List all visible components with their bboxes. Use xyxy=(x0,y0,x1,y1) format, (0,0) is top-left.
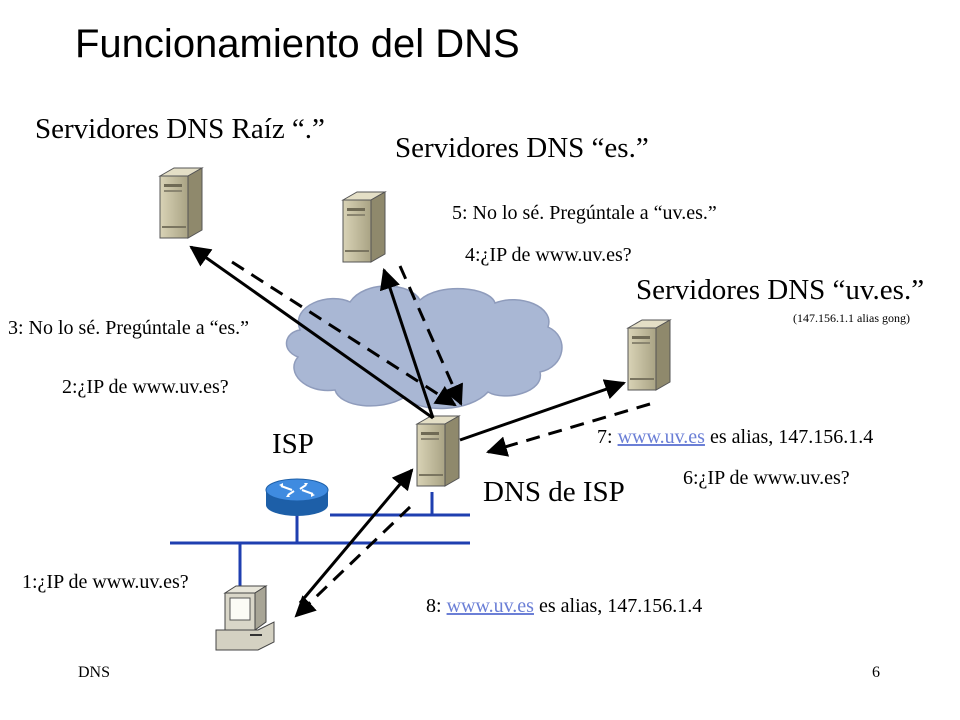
arrow-1 xyxy=(298,468,414,604)
message-5: 5: No lo sé. Pregúntale a “uv.es.” xyxy=(452,202,717,224)
message-6: 6:¿IP de www.uv.es? xyxy=(683,467,850,489)
uves-server-icon xyxy=(627,319,671,391)
arrow-3 xyxy=(231,260,457,407)
root-servers-label: Servidores DNS Raíz “.” xyxy=(35,113,325,145)
uves-servers-label: Servidores DNS “uv.es.” xyxy=(636,274,925,306)
arrow-8 xyxy=(294,505,412,618)
message-8: 8: www.uv.es es alias, 147.156.1.4 xyxy=(426,595,702,618)
isp-dns-label: DNS de ISP xyxy=(483,476,625,508)
message-2: 2:¿IP de www.uv.es? xyxy=(62,376,229,398)
message-8-suffix: es alias, 147.156.1.4 xyxy=(533,595,703,617)
answer-arrows xyxy=(231,260,651,618)
message-1: 1:¿IP de www.uv.es? xyxy=(22,571,189,593)
isp-dns-server-icon xyxy=(416,415,460,487)
arrow-6 xyxy=(459,379,626,442)
message-7-link[interactable]: www.uv.es xyxy=(617,426,705,448)
uves-servers-note: (147.156.1.1 alias gong) xyxy=(793,311,910,325)
es-server-icon xyxy=(342,191,386,263)
isp-label: ISP xyxy=(272,428,314,460)
footer-label: DNS xyxy=(78,664,111,681)
arrow-4 xyxy=(379,268,435,419)
arrow-2 xyxy=(189,245,434,420)
query-arrows xyxy=(189,245,626,604)
message-7-suffix: es alias, 147.156.1.4 xyxy=(704,426,874,448)
root-server-icon xyxy=(159,167,203,239)
arrow-5 xyxy=(398,265,463,406)
message-3: 3: No lo sé. Pregúntale a “es.” xyxy=(8,317,250,339)
page-number: 6 xyxy=(872,664,880,681)
page-title: Funcionamiento del DNS xyxy=(75,22,520,66)
message-7-prefix: 7: xyxy=(597,426,618,448)
message-4: 4:¿IP de www.uv.es? xyxy=(465,244,632,266)
computer-icon xyxy=(215,585,275,651)
es-servers-label: Servidores DNS “es.” xyxy=(395,132,649,164)
message-8-prefix: 8: xyxy=(426,595,447,617)
router-icon xyxy=(265,478,329,516)
arrow-7 xyxy=(485,402,651,457)
message-7: 7: www.uv.es es alias, 147.156.1.4 xyxy=(597,426,873,449)
message-8-link[interactable]: www.uv.es xyxy=(446,595,534,617)
